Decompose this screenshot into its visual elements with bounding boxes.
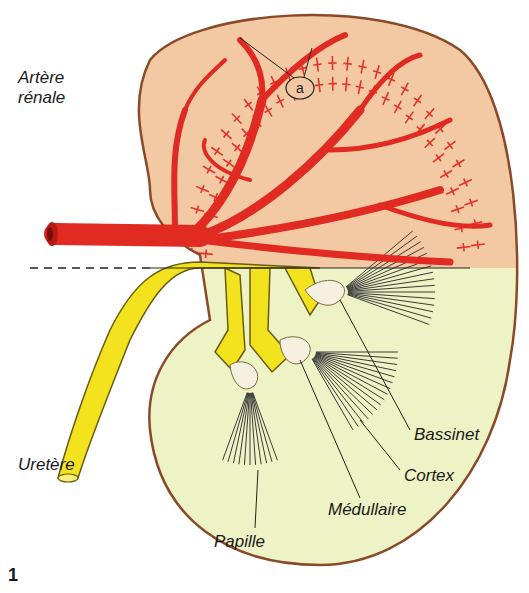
capillary [196,185,209,193]
medullary-ray [348,294,433,312]
medullary-ray [251,393,256,465]
capillary [358,60,366,74]
medullary-ray [348,295,430,325]
capillary [276,95,284,108]
medullary-ray [314,357,377,410]
capillary [425,108,434,119]
medullary-ray [312,359,353,430]
medullary-ray [348,279,434,291]
capillary [414,95,422,106]
part-label: Artère rénale [18,68,98,107]
capillary [457,243,471,251]
medullary-ray [223,393,248,461]
capillary [440,170,452,177]
medullary-ray [251,393,261,464]
callout-letter: a [287,78,313,98]
capillary [425,138,435,148]
capillary [405,112,413,123]
medullary-ray [316,355,393,383]
capillary [401,83,408,95]
capillary [342,77,350,91]
capillary [313,58,321,72]
capillary [328,56,336,70]
medullary-ray [314,358,373,415]
capillary [203,166,215,173]
capillary [232,143,243,152]
part-label: Uretère [18,455,75,475]
medullary-ray [312,359,358,427]
medullary-ray [252,393,272,462]
capillary [444,141,455,149]
medullary-ray [233,393,248,463]
capillary [223,159,234,167]
capillary [244,99,252,110]
figure-number: 1 [8,565,18,586]
capillary [356,80,364,94]
capillary [382,92,390,105]
medullary-ray [348,285,435,291]
capillary [232,113,242,123]
capillary [452,160,464,167]
capillary [265,104,272,116]
part-label: Papille [214,532,265,552]
part-label: Bassinet [414,425,479,445]
medullary-ray [228,393,248,462]
medullary-ray [348,292,435,293]
capillary [394,101,401,113]
capillary [373,65,381,78]
capillary [451,205,464,213]
capillary [343,57,351,71]
capillary [191,205,204,213]
medullary-ray [316,352,398,353]
medullary-ray [252,393,267,463]
capillary [315,78,323,92]
capillary [221,130,232,139]
capillary [459,179,472,187]
medullary-ray [250,393,251,465]
capillary [216,176,228,183]
part-label: Cortex [404,466,454,486]
medullary-ray [348,294,432,318]
capillary [465,199,478,207]
medullary-ray [253,393,278,461]
capillary [446,187,459,195]
capillary [433,154,444,162]
medullary-ray [347,242,421,288]
medullary-ray [348,272,433,290]
capillary [211,147,222,155]
capillary [471,241,485,249]
capillary [329,77,337,91]
medullary-ray [313,358,363,423]
part-label: Médullaire [328,500,406,520]
